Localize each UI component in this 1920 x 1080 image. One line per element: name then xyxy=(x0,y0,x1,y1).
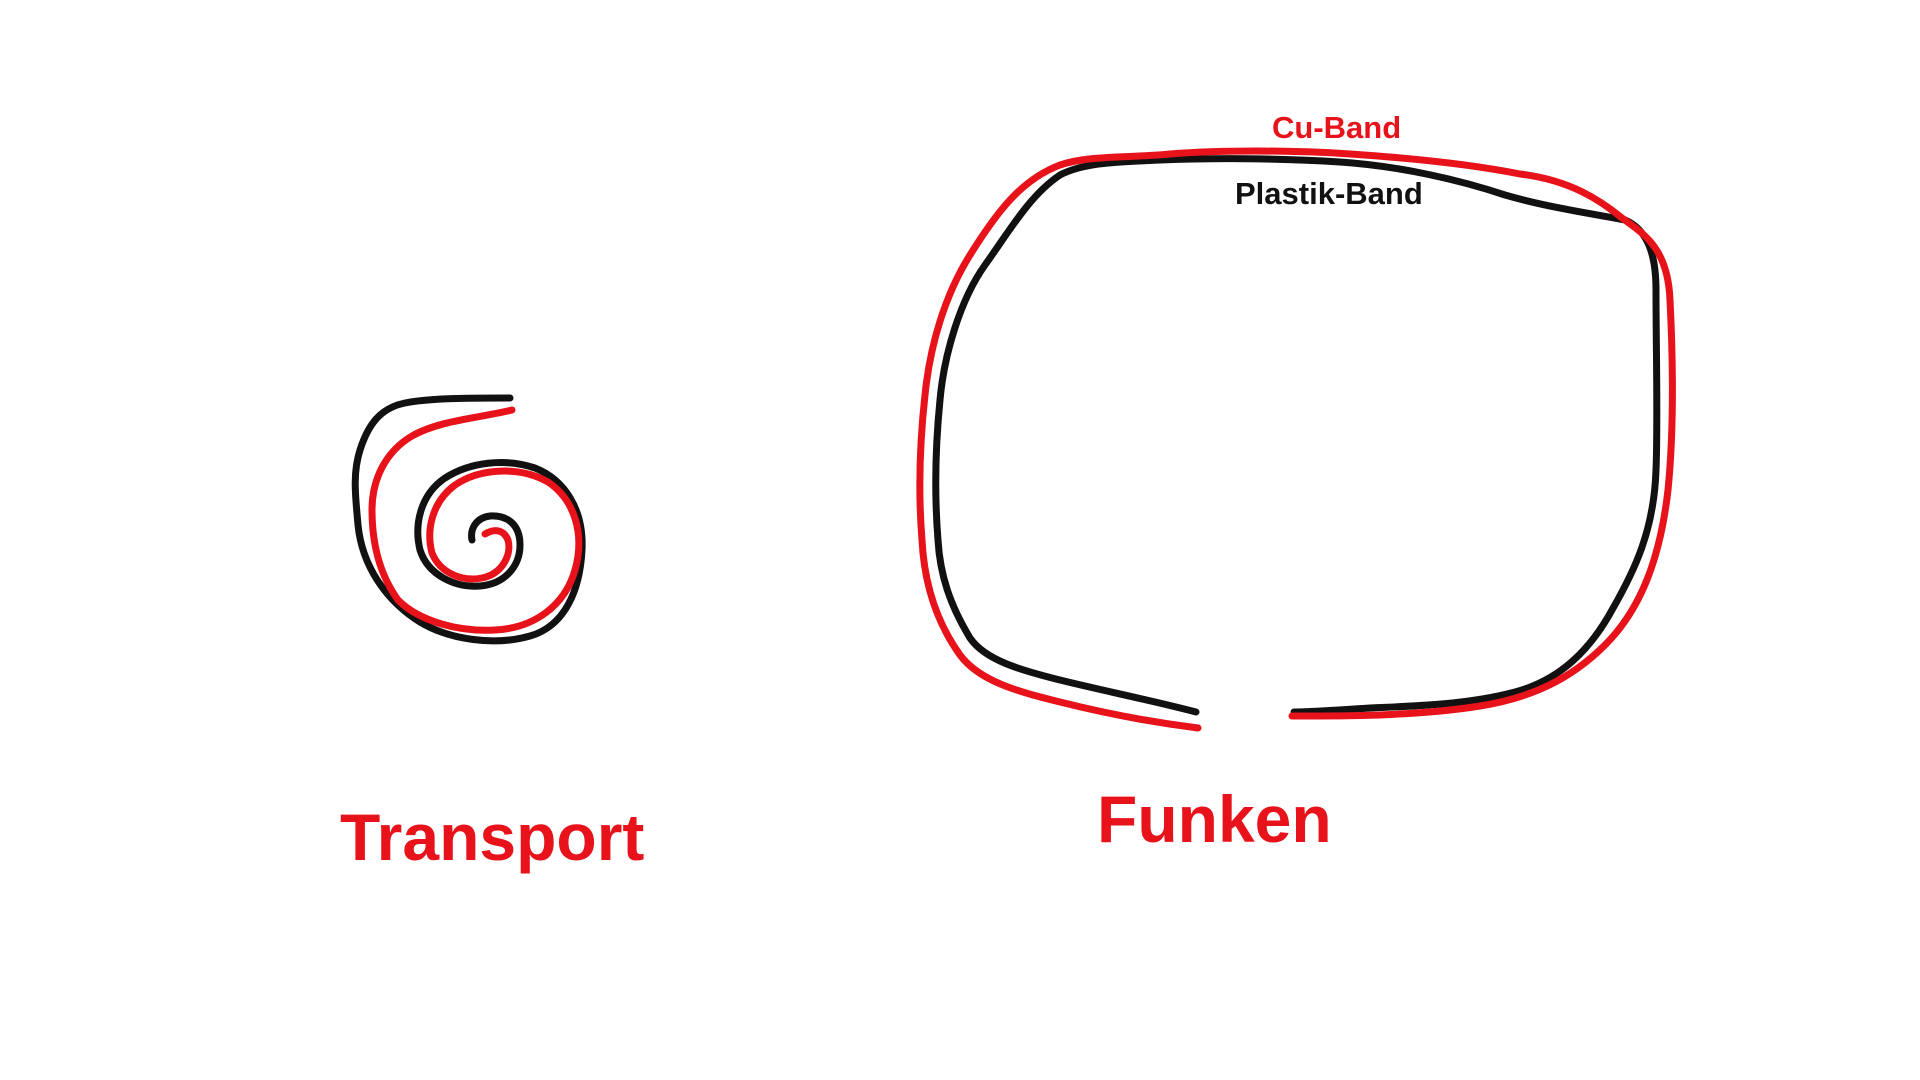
cu-band-spiral xyxy=(368,406,583,634)
cu-band-loop xyxy=(916,147,1676,732)
cu-band-label: Cu-Band xyxy=(1272,110,1401,145)
transport-coil xyxy=(351,394,586,645)
funken-label: Funken xyxy=(1097,782,1332,856)
plastik-band-label: Plastik-Band xyxy=(1235,176,1423,211)
funken-loop xyxy=(916,147,1676,732)
plastic-band-loop xyxy=(932,155,1661,716)
transport-label: Transport xyxy=(340,800,644,874)
plastic-band-spiral xyxy=(351,394,586,645)
